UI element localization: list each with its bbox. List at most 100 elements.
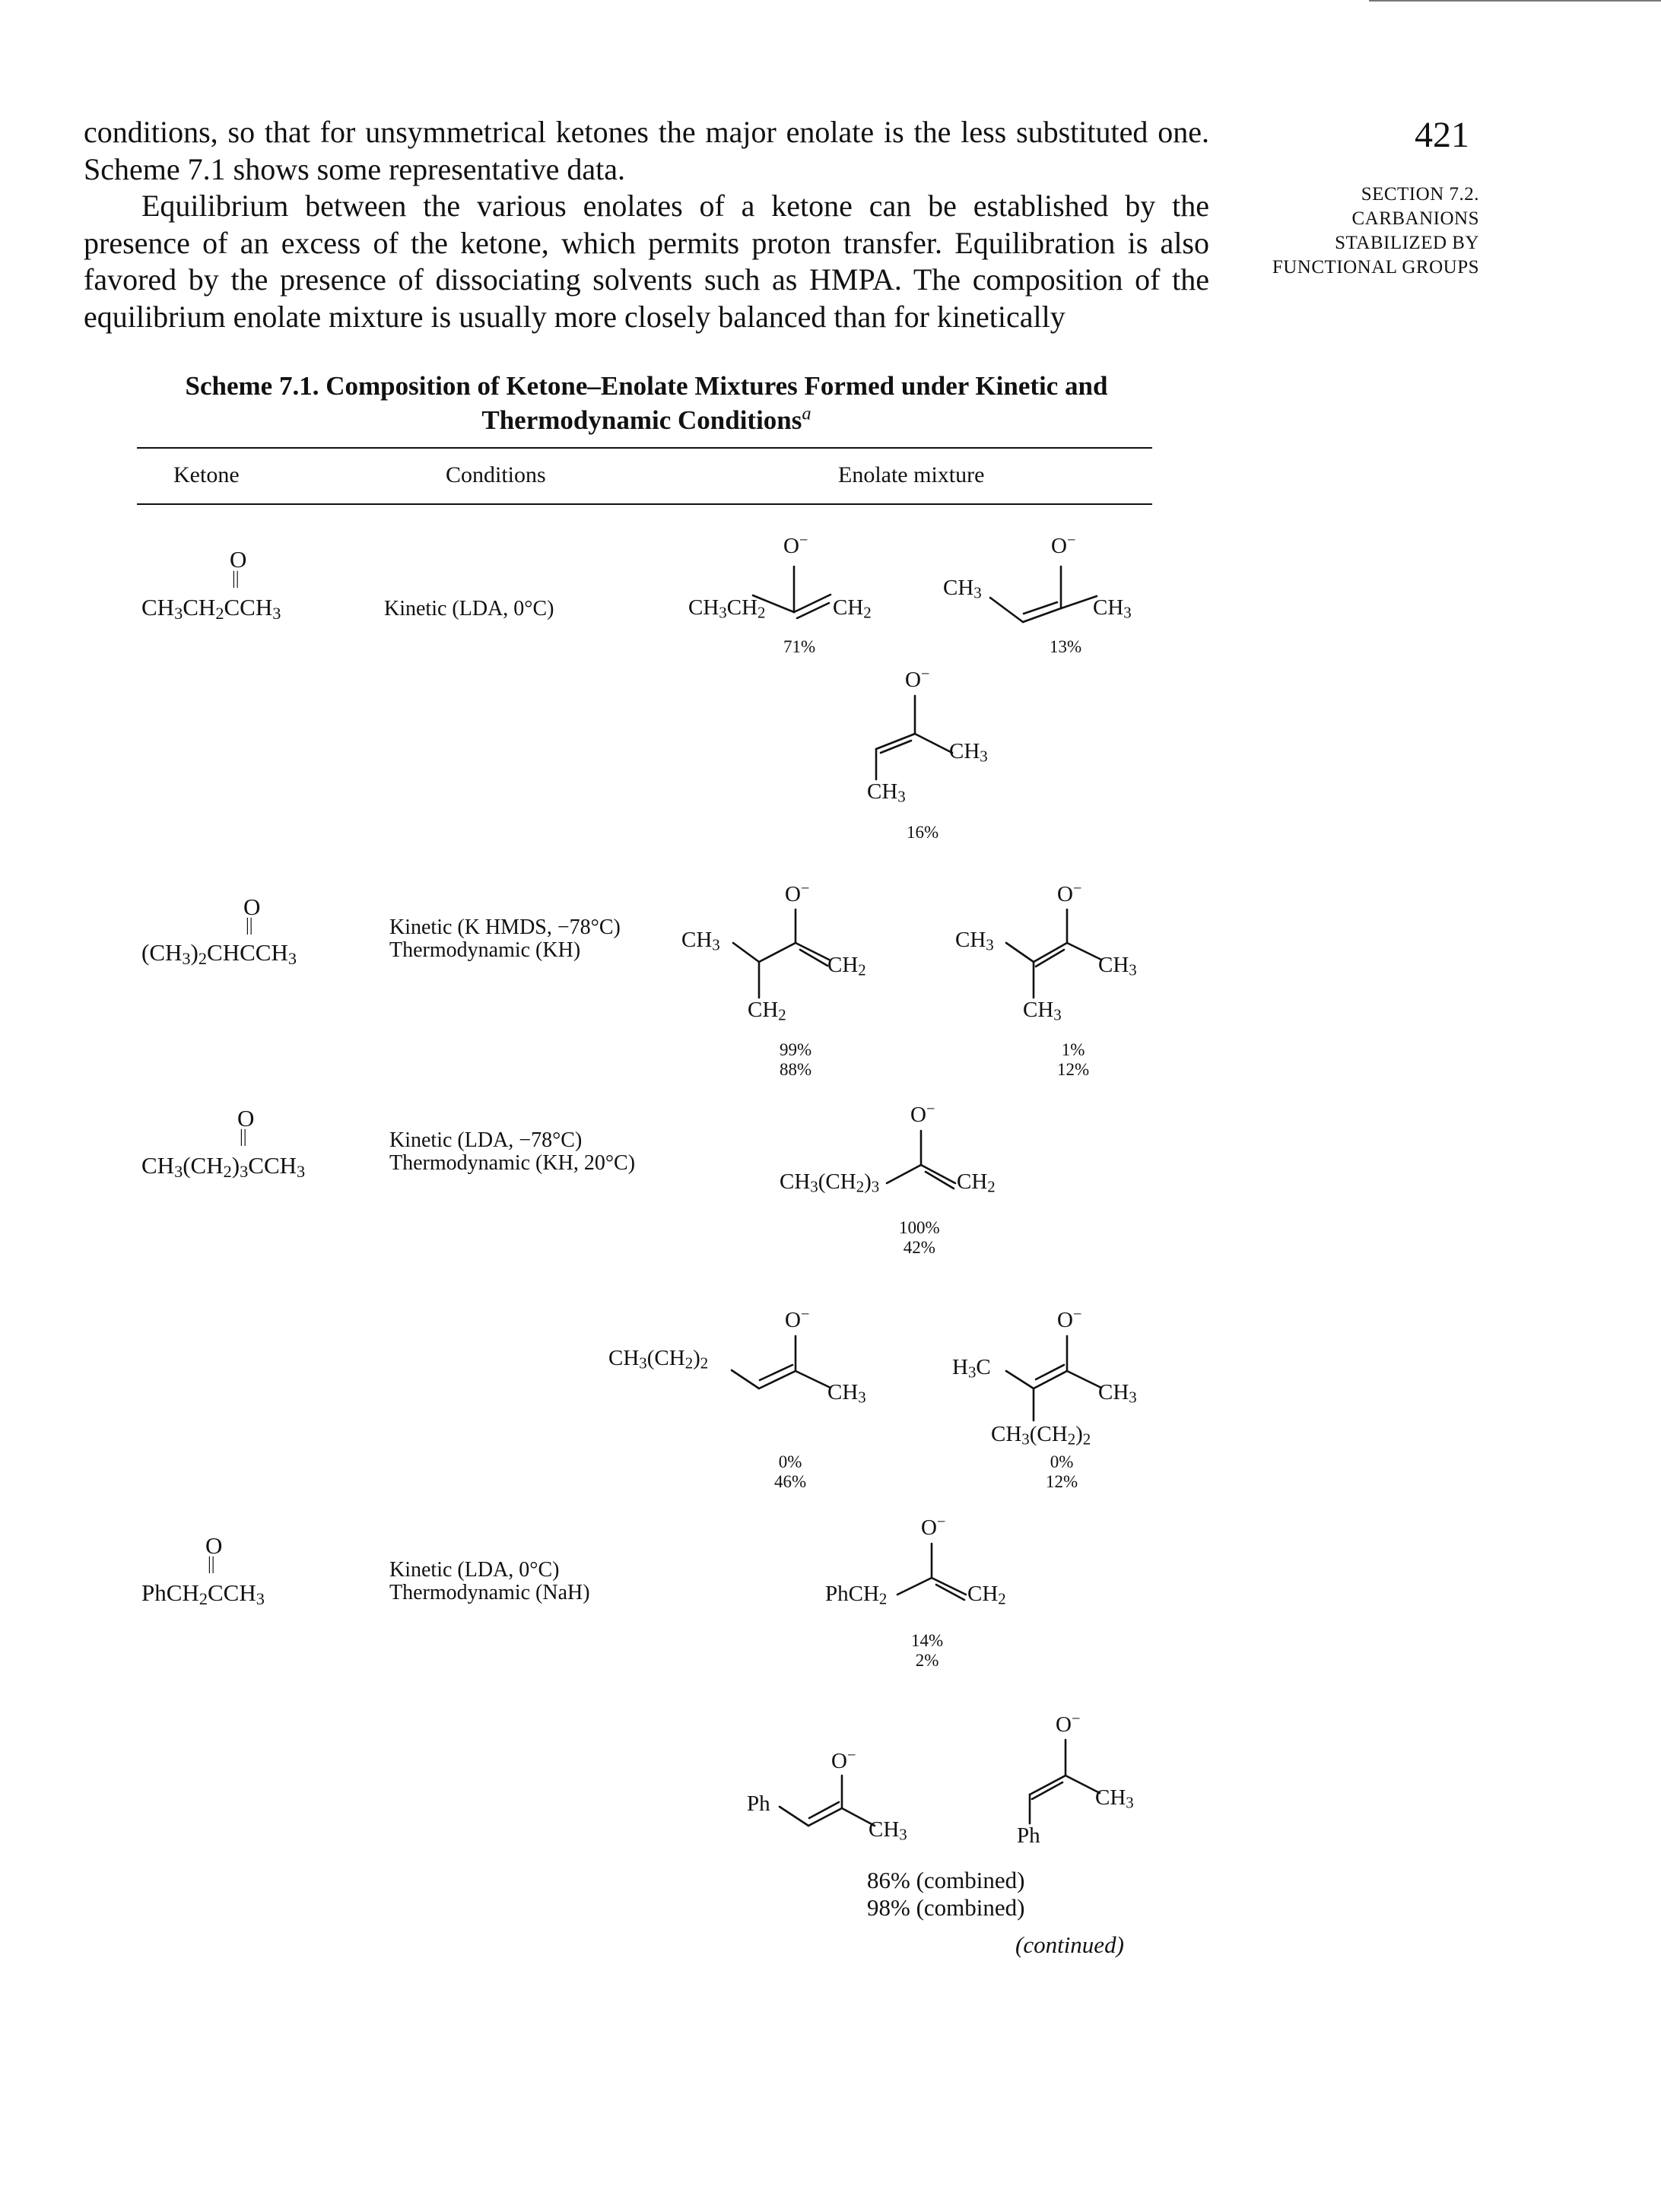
ketone-carbonyl-bond: || xyxy=(232,569,240,589)
oxide-charge: − xyxy=(800,1306,810,1323)
enolate-percent: 88% xyxy=(780,1060,812,1079)
enolate-substituent-label: CH2 xyxy=(748,998,786,1024)
conditions-line: Kinetic (LDA, 0°C) xyxy=(389,1558,560,1582)
body-text: conditions, so that for unsymmetrical ke… xyxy=(84,114,1209,335)
oxide-atom: O xyxy=(1051,534,1067,558)
enolate-oxide-label: O− xyxy=(910,1100,935,1128)
oxide-atom: O xyxy=(921,1515,937,1540)
combined-percent: 98% (combined) xyxy=(867,1894,1025,1921)
oxide-atom: O xyxy=(1057,882,1073,906)
oxide-charge: − xyxy=(846,1747,856,1764)
oxide-atom: O xyxy=(905,668,921,692)
enolate-substituent-label: CH3(CH2)3 xyxy=(780,1169,880,1196)
enolate-substituent-label: CH3 xyxy=(827,1380,866,1407)
enolate-substituent-label: CH3 xyxy=(681,928,720,954)
enolate-substituent-label: CH3 xyxy=(949,739,988,766)
column-header-enolate-mixture: Enolate mixture xyxy=(838,462,985,487)
oxide-atom: O xyxy=(783,534,799,558)
oxide-charge: − xyxy=(800,880,810,897)
enolate-percent-group: 0% 46% xyxy=(774,1452,806,1492)
oxide-charge: − xyxy=(1072,880,1082,897)
enolate-substituent-label: CH3 xyxy=(955,928,994,954)
oxide-atom: O xyxy=(785,882,801,906)
enolate-substituent-label: H3C xyxy=(952,1355,991,1382)
enolate-percent: 13% xyxy=(1050,637,1082,656)
combined-percent: 86% (combined) xyxy=(867,1867,1025,1893)
enolate-percent-group: 100% 42% xyxy=(899,1218,940,1258)
column-header-conditions: Conditions xyxy=(446,462,546,487)
enolate-percent-group: 1% 12% xyxy=(1057,1040,1089,1080)
enolate-oxide-label: O− xyxy=(1056,1710,1081,1738)
conditions-line: Thermodynamic (KH) xyxy=(389,938,581,962)
oxide-charge: − xyxy=(920,665,930,683)
enolate-substituent-label: CH2 xyxy=(967,1582,1006,1608)
enolate-percent-group: 0% 12% xyxy=(1046,1452,1078,1492)
enolate-percent: 42% xyxy=(903,1238,935,1257)
oxide-charge: − xyxy=(799,532,808,549)
enolate-oxide-label: O− xyxy=(1051,532,1076,559)
enolate-substituent-label: PhCH2 xyxy=(825,1582,888,1608)
running-head-line: SECTION 7.2. xyxy=(1361,184,1479,205)
enolate-percent: 100% xyxy=(899,1218,940,1237)
continued-note: (continued) xyxy=(1015,1931,1124,1958)
ketone-carbonyl-bond: || xyxy=(246,916,253,935)
body-line-1: conditions, so that for unsymmetrical ke… xyxy=(84,115,1209,186)
scheme-caption: Scheme 7.1. Composition of Ketone–Enolat… xyxy=(145,369,1148,437)
column-header-ketone: Ketone xyxy=(173,462,240,487)
conditions-line: Thermodynamic (KH, 20°C) xyxy=(389,1151,636,1175)
oxide-atom: O xyxy=(1056,1712,1072,1737)
enolate-substituent-label: CH3CH2 xyxy=(688,595,766,622)
enolate-substituent-label: CH2 xyxy=(827,953,866,979)
ketone-formula: CH3(CH2)3CCH3 xyxy=(141,1152,306,1181)
ketone-carbonyl-oxygen: O xyxy=(243,893,261,920)
enolate-substituent-label: Ph xyxy=(1017,1823,1040,1848)
page-corner-mark xyxy=(1369,0,1661,2)
enolate-substituent-label: CH3(CH2)2 xyxy=(991,1422,1091,1449)
enolate-oxide-label: O− xyxy=(783,532,808,559)
ketone-carbonyl-oxygen: O xyxy=(205,1532,223,1559)
running-head: SECTION 7.2. CARBANIONS STABILIZED BY FU… xyxy=(1232,182,1479,280)
enolate-oxide-label: O− xyxy=(831,1747,856,1774)
oxide-atom: O xyxy=(1057,1308,1073,1332)
enolate-substituent-label: CH2 xyxy=(833,595,872,622)
body-paragraph-2: Equilibrium between the various enolates… xyxy=(84,189,1209,334)
enolate-oxide-label: O− xyxy=(921,1513,946,1541)
enolate-substituent-label: CH3 xyxy=(867,779,906,806)
running-head-line: CARBANIONS xyxy=(1351,208,1479,229)
enolate-substituent-label: CH3(CH2)2 xyxy=(608,1346,709,1373)
enolate-percent: 99% xyxy=(780,1040,812,1059)
ketone-formula: PhCH2CCH3 xyxy=(141,1579,265,1608)
conditions-text: Kinetic (LDA, 0°C) xyxy=(384,597,554,620)
enolate-substituent-label: CH3 xyxy=(1098,1380,1137,1407)
table-top-rule xyxy=(137,447,1152,449)
scheme-caption-text: Thermodynamic Conditions xyxy=(481,405,802,435)
oxide-charge: − xyxy=(936,1513,946,1531)
enolate-percent-group: 99% 88% xyxy=(780,1040,811,1080)
running-head-line: FUNCTIONAL GROUPS xyxy=(1272,257,1479,278)
enolate-substituent-label: CH3 xyxy=(943,576,982,602)
scheme-caption-line-2: Thermodynamic Conditionsa xyxy=(145,403,1148,437)
conditions-line: Kinetic (K HMDS, −78°C) xyxy=(389,916,621,939)
enolate-percent: 2% xyxy=(915,1651,939,1670)
ketone-formula: CH3CH2CCH3 xyxy=(141,594,281,623)
enolate-percent: 12% xyxy=(1057,1060,1090,1079)
enolate-oxide-label: O− xyxy=(785,1306,810,1333)
conditions-line: Thermodynamic (NaH) xyxy=(389,1581,590,1604)
enolate-oxide-label: O− xyxy=(785,880,810,907)
oxide-charge: − xyxy=(1071,1710,1081,1728)
footnote-marker: a xyxy=(802,403,811,424)
enolate-substituent-label: CH3 xyxy=(1098,953,1137,979)
enolate-percent-group: 14% 2% xyxy=(911,1631,943,1671)
oxide-atom: O xyxy=(785,1308,801,1332)
oxide-charge: − xyxy=(1066,532,1076,549)
running-head-line: STABILIZED BY xyxy=(1335,233,1479,253)
table-header-rule xyxy=(137,503,1152,505)
enolate-percent: 46% xyxy=(774,1472,807,1491)
enolate-percent: 0% xyxy=(1050,1452,1074,1471)
ketone-formula: (CH3)2CHCCH3 xyxy=(141,939,297,968)
oxide-charge: − xyxy=(926,1100,935,1118)
ketone-carbonyl-bond: || xyxy=(208,1554,215,1574)
enolate-substituent-label: CH3 xyxy=(1095,1785,1134,1812)
scheme-caption-line-1: Scheme 7.1. Composition of Ketone–Enolat… xyxy=(185,371,1108,401)
